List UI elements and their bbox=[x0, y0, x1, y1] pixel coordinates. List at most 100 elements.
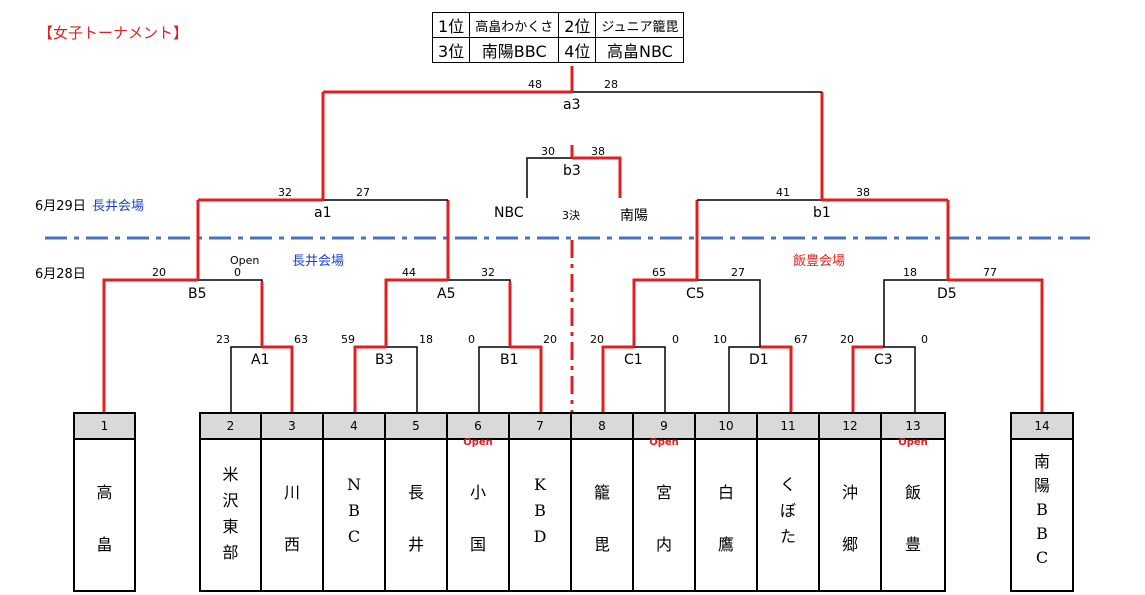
score: 38 bbox=[591, 145, 605, 158]
team-name: 長井 bbox=[407, 483, 424, 554]
day1-date: 6月28日 bbox=[35, 267, 86, 282]
score: 59 bbox=[341, 333, 355, 346]
score: 28 bbox=[604, 78, 618, 91]
game-label: A1 bbox=[251, 352, 270, 368]
first-team: 高畠わかくさ bbox=[469, 12, 560, 38]
score: 0 bbox=[468, 333, 475, 346]
game-label: D5 bbox=[937, 286, 957, 302]
open-tag: Open bbox=[463, 437, 493, 448]
score: 20 bbox=[590, 333, 604, 346]
team-name: 沖郷 bbox=[841, 483, 858, 554]
team-cell-8: 8 籠毘 bbox=[570, 412, 634, 592]
team-number: 10 bbox=[696, 414, 756, 440]
game-label: a3 bbox=[563, 97, 581, 113]
third-team: 南陽BBC bbox=[469, 37, 560, 63]
score: 0 bbox=[921, 333, 928, 346]
game-label: C5 bbox=[686, 286, 705, 302]
game-label: b3 bbox=[563, 163, 581, 179]
team-number: 7 bbox=[510, 414, 570, 440]
team-number: 3 bbox=[262, 414, 322, 440]
score: 32 bbox=[278, 186, 292, 199]
results-table: 1位 高畠わかくさ 2位 ジュニア籠毘 3位 南陽BBC 4位 高畠NBC bbox=[431, 12, 685, 63]
game-label: B5 bbox=[188, 286, 207, 302]
team-number: 12 bbox=[820, 414, 880, 440]
game-label: b1 bbox=[813, 205, 831, 221]
team-number: 1 bbox=[75, 414, 134, 440]
team-cell-3: 3 川西 bbox=[260, 412, 324, 592]
team-name: 米沢東部 bbox=[222, 465, 239, 562]
second-label: 2位 bbox=[558, 12, 597, 38]
b3-right-team: 南陽 bbox=[620, 208, 648, 224]
team-number: 8 bbox=[572, 414, 632, 440]
team-cell-13: 13 飯豊 bbox=[880, 412, 946, 592]
game-label: C3 bbox=[874, 352, 893, 368]
score: 20 bbox=[152, 266, 166, 279]
score: 0 bbox=[672, 333, 679, 346]
day1-venue-right: 飯豊会場 bbox=[793, 254, 846, 269]
score: 77 bbox=[983, 266, 997, 279]
team-number: 6 bbox=[448, 414, 508, 440]
score: 41 bbox=[776, 186, 790, 199]
open-tag: Open bbox=[898, 437, 928, 448]
score: 44 bbox=[402, 266, 416, 279]
team-cell-2: 2 米沢東部 bbox=[199, 412, 262, 592]
score: 23 bbox=[216, 333, 230, 346]
team-cell-12: 12 沖郷 bbox=[818, 412, 882, 592]
game-label: a1 bbox=[314, 205, 332, 221]
score: 38 bbox=[856, 186, 870, 199]
day2-date: 6月29日 bbox=[35, 199, 86, 214]
team-cell-11: 11 くぼた bbox=[756, 412, 820, 592]
team-name: 高畠 bbox=[96, 483, 113, 554]
first-label: 1位 bbox=[431, 12, 471, 38]
team-number: 13 bbox=[882, 414, 944, 440]
team-cell-5: 5 長井 bbox=[384, 412, 448, 592]
team-number: 4 bbox=[324, 414, 384, 440]
third-label: 3位 bbox=[431, 37, 471, 63]
score: 20 bbox=[543, 333, 557, 346]
team-cell-1: 1 高畠 bbox=[73, 412, 136, 592]
game-label: D1 bbox=[749, 352, 769, 368]
team-name: 川西 bbox=[283, 483, 300, 554]
open-tag: Open bbox=[649, 437, 679, 448]
team-number: 5 bbox=[386, 414, 446, 440]
game-label: A5 bbox=[437, 286, 456, 302]
fourth-team: 高畠NBC bbox=[595, 37, 685, 63]
game-label: C1 bbox=[624, 352, 643, 368]
score: 20 bbox=[840, 333, 854, 346]
team-number: 11 bbox=[758, 414, 818, 440]
score: 18 bbox=[419, 333, 433, 346]
team-number: 2 bbox=[201, 414, 260, 440]
team-cell-6: 6 小国 bbox=[446, 412, 510, 592]
page-title: 【女子トーナメント】 bbox=[38, 24, 189, 42]
game-label: B3 bbox=[375, 352, 394, 368]
score: 27 bbox=[356, 186, 370, 199]
team-name: 籠毘 bbox=[593, 483, 610, 554]
day1-venue-left: 長井会場 bbox=[292, 254, 345, 269]
score: 0 bbox=[234, 266, 241, 279]
second-team: ジュニア籠毘 bbox=[595, 12, 685, 38]
score: 65 bbox=[652, 266, 666, 279]
score: 48 bbox=[528, 78, 542, 91]
score: 63 bbox=[294, 333, 308, 346]
team-name: 飯豊 bbox=[904, 483, 921, 554]
team-name: くぼた bbox=[779, 475, 796, 546]
open-tag: Open bbox=[230, 254, 260, 267]
team-cell-10: 10 白鷹 bbox=[694, 412, 758, 592]
score: 27 bbox=[731, 266, 745, 279]
team-name: 白鷹 bbox=[717, 483, 734, 554]
team-name: 小国 bbox=[469, 483, 486, 554]
score: 10 bbox=[713, 333, 727, 346]
team-number: 14 bbox=[1012, 414, 1072, 440]
score: 30 bbox=[541, 145, 555, 158]
game-label: B1 bbox=[500, 352, 519, 368]
team-cell-9: 9 宮内 bbox=[632, 412, 696, 592]
third-place-note: 3決 bbox=[562, 209, 580, 222]
score: 32 bbox=[481, 266, 495, 279]
